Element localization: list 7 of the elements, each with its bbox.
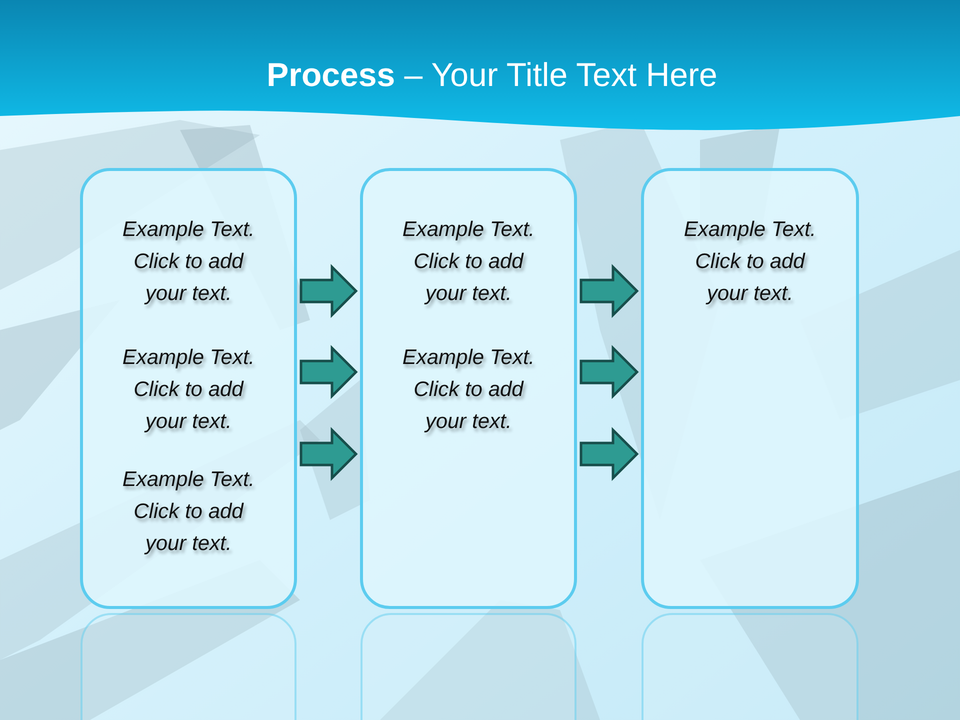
placeholder-text: Example Text. Click to add your text. — [121, 217, 256, 307]
placeholder-text: Example Text. Click to add your text. — [121, 467, 256, 557]
placeholder-text: Example Text. Click to add your text. — [121, 345, 256, 435]
placeholder-text: Example Text. Click to add your text. — [401, 345, 536, 435]
title: Process – Your Title Text Here — [266, 55, 718, 95]
placeholder-text: Example Text. Click to add your text. — [682, 217, 818, 307]
placeholder-text: Example Text. Click to add your text. — [401, 217, 536, 307]
